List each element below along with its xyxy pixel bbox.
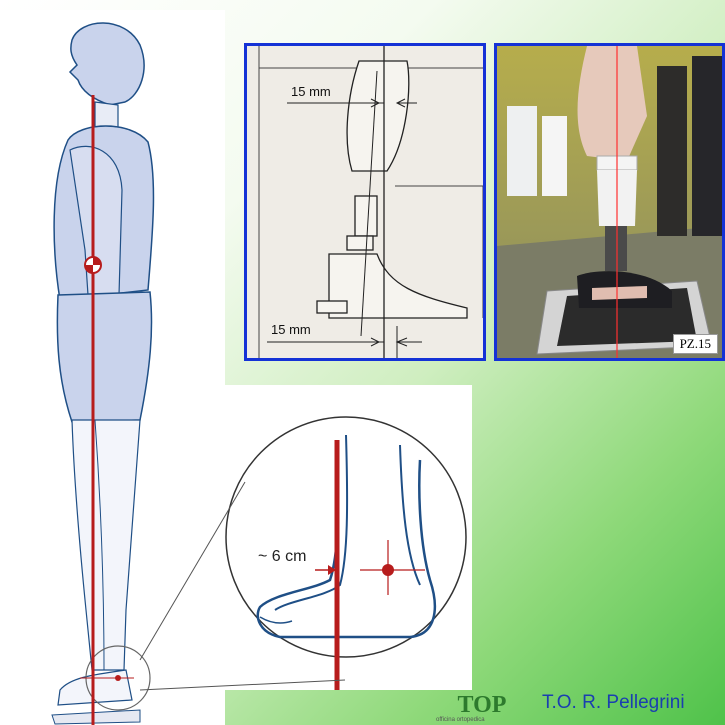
foot-zoom-panel: ~ 6 cm xyxy=(220,385,472,690)
bottom-measure-label: 15 mm xyxy=(271,322,311,337)
brand-label: T.O. R. Pellegrini xyxy=(542,692,685,714)
side-view-figure xyxy=(0,10,225,725)
technical-drawing-panel: 15 mm 15 mm xyxy=(244,43,486,361)
company-logo: TOP officina ortopedica xyxy=(430,686,534,725)
logo-text: TOP xyxy=(458,692,507,719)
photo-tag: PZ.15 xyxy=(673,334,718,354)
ankle-marker xyxy=(382,564,394,576)
distance-label: ~ 6 cm xyxy=(258,548,306,565)
top-measure-label: 15 mm xyxy=(291,84,331,99)
logo-subtext: officina ortopedica xyxy=(436,717,485,723)
body-silhouette xyxy=(0,10,225,725)
prosthesis-photo: PZ.15 xyxy=(494,43,725,361)
